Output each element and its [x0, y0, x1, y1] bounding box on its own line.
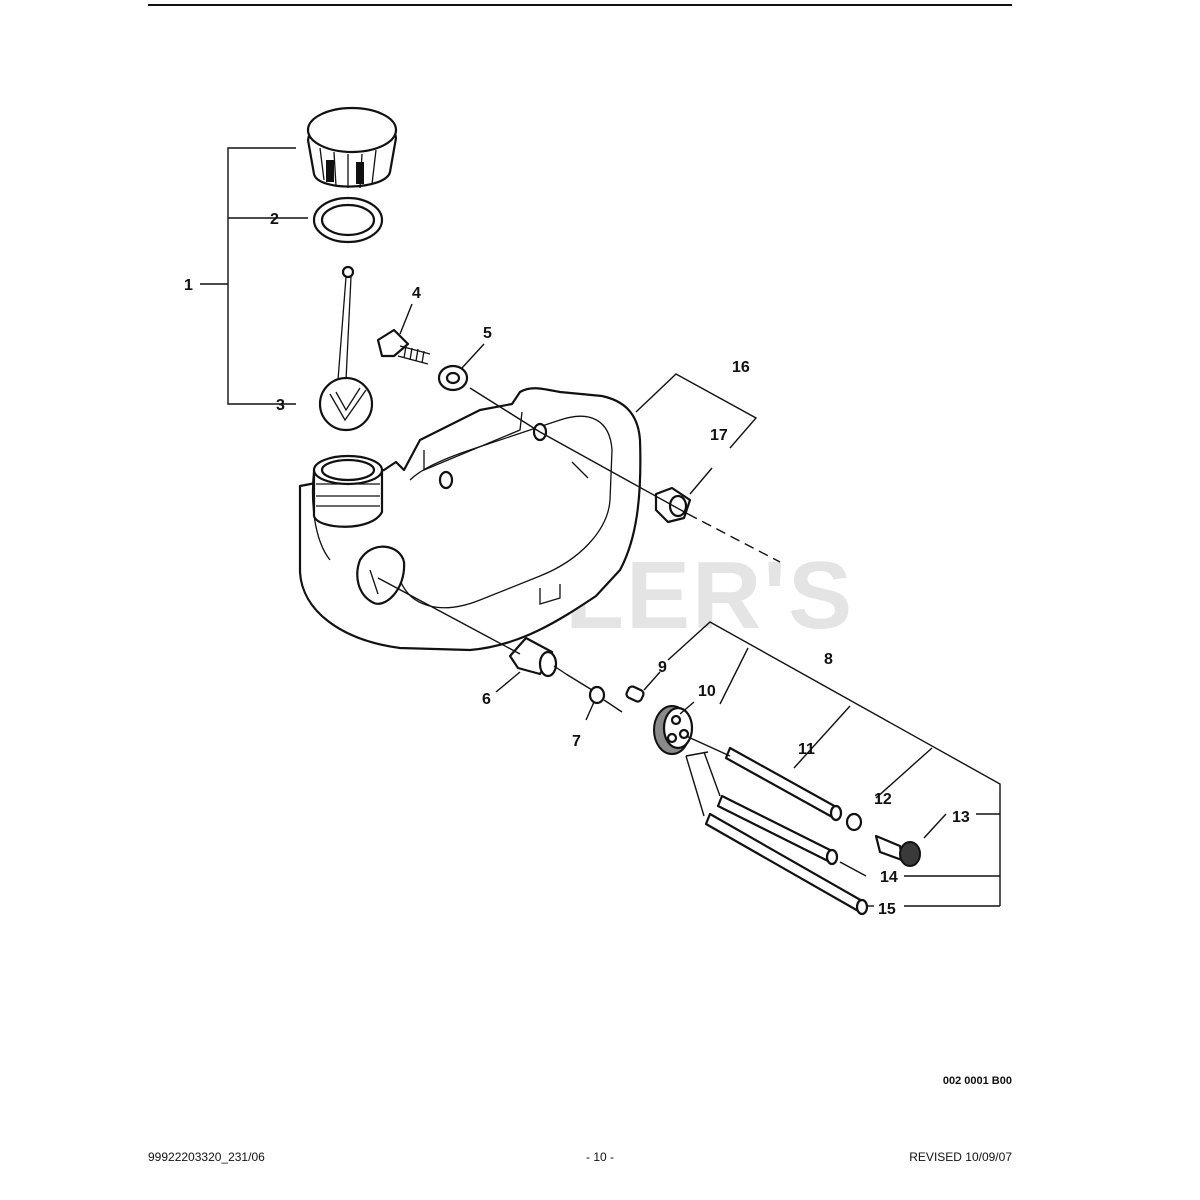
purge-fitting: [874, 834, 921, 867]
callout-15: 15: [878, 901, 896, 918]
callout-8: 8: [824, 651, 833, 668]
callout-11: 11: [798, 741, 815, 758]
footer-revision: REVISED 10/09/07: [909, 1150, 1012, 1164]
callout-9: 9: [658, 659, 667, 676]
callout-4: 4: [412, 285, 421, 302]
callout-6: 6: [482, 691, 491, 708]
top-rule: [148, 4, 1012, 6]
fuel-filter-cap: [845, 812, 863, 832]
callout-10: 10: [698, 683, 716, 700]
callout-12: 12: [874, 791, 892, 808]
cap-gasket: [312, 196, 384, 244]
callout-7: 7: [572, 733, 581, 750]
fuel-cap: [306, 106, 398, 189]
callout-labels: 1 2 3 4 5 6 7 8 9 10 11 12 13 14 15 16 1…: [184, 211, 970, 918]
footer-page-number: - 10 -: [585, 1150, 614, 1164]
washer: [437, 364, 469, 392]
cap-retainer: [318, 265, 374, 432]
fuel-line-long: [704, 812, 869, 916]
bolt: [376, 328, 431, 365]
return-line: [716, 794, 839, 866]
callout-1: 1: [184, 277, 193, 294]
drawing-code: 002 0001 B00: [942, 1075, 1012, 1087]
tank-fitting: [508, 636, 567, 678]
o-ring: [588, 685, 606, 705]
fuel-tank: [298, 387, 642, 652]
footer-document-number: 99922203320_231/06: [148, 1150, 265, 1164]
plug: [625, 685, 645, 703]
leader-lines: [200, 147, 1001, 907]
callout-14: 14: [880, 869, 898, 886]
callout-17: 17: [710, 427, 728, 444]
callout-5: 5: [483, 325, 492, 342]
callout-16: 16: [732, 359, 750, 376]
fuel-grommet: [653, 705, 694, 755]
callout-2: 2: [270, 211, 279, 228]
callout-3: 3: [276, 397, 285, 414]
callout-13: 13: [952, 809, 970, 826]
